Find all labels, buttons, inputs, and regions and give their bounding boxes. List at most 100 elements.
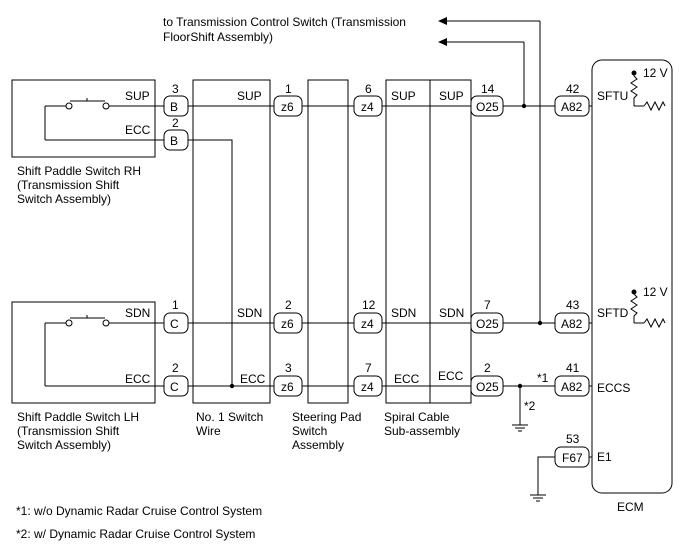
connector-f67-e1-text: F67	[562, 451, 583, 465]
arrow-to-transmission-1	[438, 17, 540, 25]
connector-a82-eccs-text: A82	[561, 380, 583, 394]
switch-lh-contact	[44, 315, 155, 387]
spiral-sdn-left-signal: SDN	[391, 306, 416, 320]
connector-z4-ecc	[353, 375, 383, 397]
spiral-sup-right-signal: SUP	[439, 89, 464, 103]
connector-c-ecc	[163, 375, 189, 397]
lh-sdn-signal: SDN	[125, 306, 150, 320]
supply-top-label: 12 V	[643, 66, 668, 80]
rh-ecc-signal: ECC	[125, 123, 151, 137]
pin-pad-sdn: 12	[362, 298, 376, 312]
sw-sup-signal: SUP	[237, 89, 262, 103]
supply-bottom-label: 12 V	[643, 285, 668, 299]
pin-sw-sup: 1	[285, 82, 292, 96]
ground-icon-ecc	[512, 424, 528, 432]
steering-pad-label-3: Assembly	[292, 438, 344, 452]
pin-sw-sdn: 2	[285, 298, 292, 312]
connector-b-sup-text: B	[170, 100, 178, 114]
supply-icon-top	[631, 70, 637, 76]
connector-a82-sftu	[554, 95, 590, 117]
arrow-to-transmission-2	[438, 38, 524, 46]
connector-o25-ecc	[470, 375, 504, 397]
spiral-cable-label-1: Spiral Cable	[384, 410, 450, 424]
pin-pad-ecc: 7	[365, 361, 372, 375]
pin-spiral-sup: 14	[481, 82, 495, 96]
pin-rh-ecc: 2	[172, 116, 179, 130]
switch-lh-label-2: (Transmission Shift	[17, 424, 120, 438]
connector-z4-sdn-text: z4	[361, 317, 374, 331]
connector-c-sdn-text: C	[170, 317, 179, 331]
connector-b-ecc-text: B	[170, 134, 178, 148]
ecm-e1-signal: E1	[597, 450, 612, 464]
junction-sup	[521, 103, 527, 109]
lh-ecc-signal: ECC	[125, 372, 151, 386]
ecm-sftu-signal: SFTU	[597, 89, 628, 103]
transmission-note-line1: to Transmission Control Switch (Transmis…	[163, 15, 406, 29]
switch-rh-box	[11, 79, 156, 158]
connector-z6-sup-text: z6	[281, 100, 294, 114]
pin-lh-sdn: 1	[172, 298, 179, 312]
steering-pad-label-2: Switch	[292, 424, 327, 438]
spiral-ecc-left-signal: ECC	[394, 372, 420, 386]
pin-ecm-eccs: 41	[566, 361, 580, 375]
connector-b-sup	[163, 95, 189, 117]
spiral-ecc-right-signal: ECC	[438, 369, 464, 383]
pin-ecm-sftd: 43	[566, 298, 580, 312]
ecm-sftd-signal: SFTD	[597, 306, 629, 320]
connector-z4-sup	[353, 95, 383, 117]
connector-z6-sup	[273, 95, 303, 117]
connector-z6-sdn-text: z6	[281, 317, 294, 331]
switch-lh-label-3: Switch Assembly)	[17, 438, 111, 452]
ground-icon-e1	[530, 494, 546, 502]
mark-star1: *1	[537, 371, 549, 385]
connector-a82-eccs	[554, 375, 590, 397]
connector-z6-ecc	[273, 375, 303, 397]
connector-z6-sdn	[273, 312, 303, 334]
connector-z4-sup-text: z4	[361, 100, 374, 114]
switch-lh-label-1: Shift Paddle Switch LH	[17, 410, 139, 424]
pin-rh-sup: 3	[172, 82, 179, 96]
connector-o25-sup-text: O25	[476, 100, 499, 114]
switch-rh-label-3: Switch Assembly)	[17, 192, 111, 206]
switch-wire-label-1: No. 1 Switch	[196, 410, 263, 424]
mark-star2: *2	[524, 399, 536, 413]
connector-z6-ecc-text: z6	[281, 380, 294, 394]
connector-z4-sdn	[353, 312, 383, 334]
connector-b-ecc	[163, 129, 189, 151]
junction-sdn	[537, 320, 543, 326]
switch-rh-label-1: Shift Paddle Switch RH	[17, 164, 141, 178]
spiral-sdn-right-signal: SDN	[439, 306, 464, 320]
connector-o25-ecc-text: O25	[476, 380, 499, 394]
footnote-1: *1: w/o Dynamic Radar Cruise Control Sys…	[16, 504, 262, 518]
pin-ecm-sftu: 42	[566, 82, 580, 96]
spiral-sup-left-signal: SUP	[391, 89, 416, 103]
switch-wire-label-2: Wire	[196, 424, 221, 438]
steering-pad-box	[307, 79, 349, 404]
connector-a82-sftd-text: A82	[561, 317, 583, 331]
connector-c-ecc-text: C	[170, 380, 179, 394]
switch-rh-label-2: (Transmission Shift	[17, 178, 120, 192]
connector-o25-sdn-text: O25	[476, 317, 499, 331]
pin-pad-sup: 6	[365, 82, 372, 96]
supply-icon-bottom	[631, 289, 637, 295]
steering-pad-label-1: Steering Pad	[292, 410, 361, 424]
transmission-note-line2: FloorShift Assembly)	[163, 30, 273, 44]
connector-o25-sup	[470, 95, 504, 117]
connector-a82-sftu-text: A82	[561, 100, 583, 114]
ecm-eccs-signal: ECCS	[597, 381, 630, 395]
rh-sup-signal: SUP	[125, 89, 150, 103]
ecm-label: ECM	[617, 500, 644, 514]
connector-f67-e1	[554, 446, 590, 468]
connector-o25-sdn	[470, 312, 504, 334]
footnote-2: *2: w/ Dynamic Radar Cruise Control Syst…	[16, 527, 255, 541]
switch-rh-contact	[44, 98, 155, 141]
pin-sw-ecc: 3	[285, 361, 292, 375]
spiral-cable-label-2: Sub-assembly	[384, 424, 460, 438]
ecm-box	[591, 59, 673, 494]
pin-spiral-ecc: 2	[484, 361, 491, 375]
connector-c-sdn	[163, 312, 189, 334]
pin-lh-ecc: 2	[172, 361, 179, 375]
connector-z4-ecc-text: z4	[361, 380, 374, 394]
sw-sdn-signal: SDN	[237, 306, 262, 320]
